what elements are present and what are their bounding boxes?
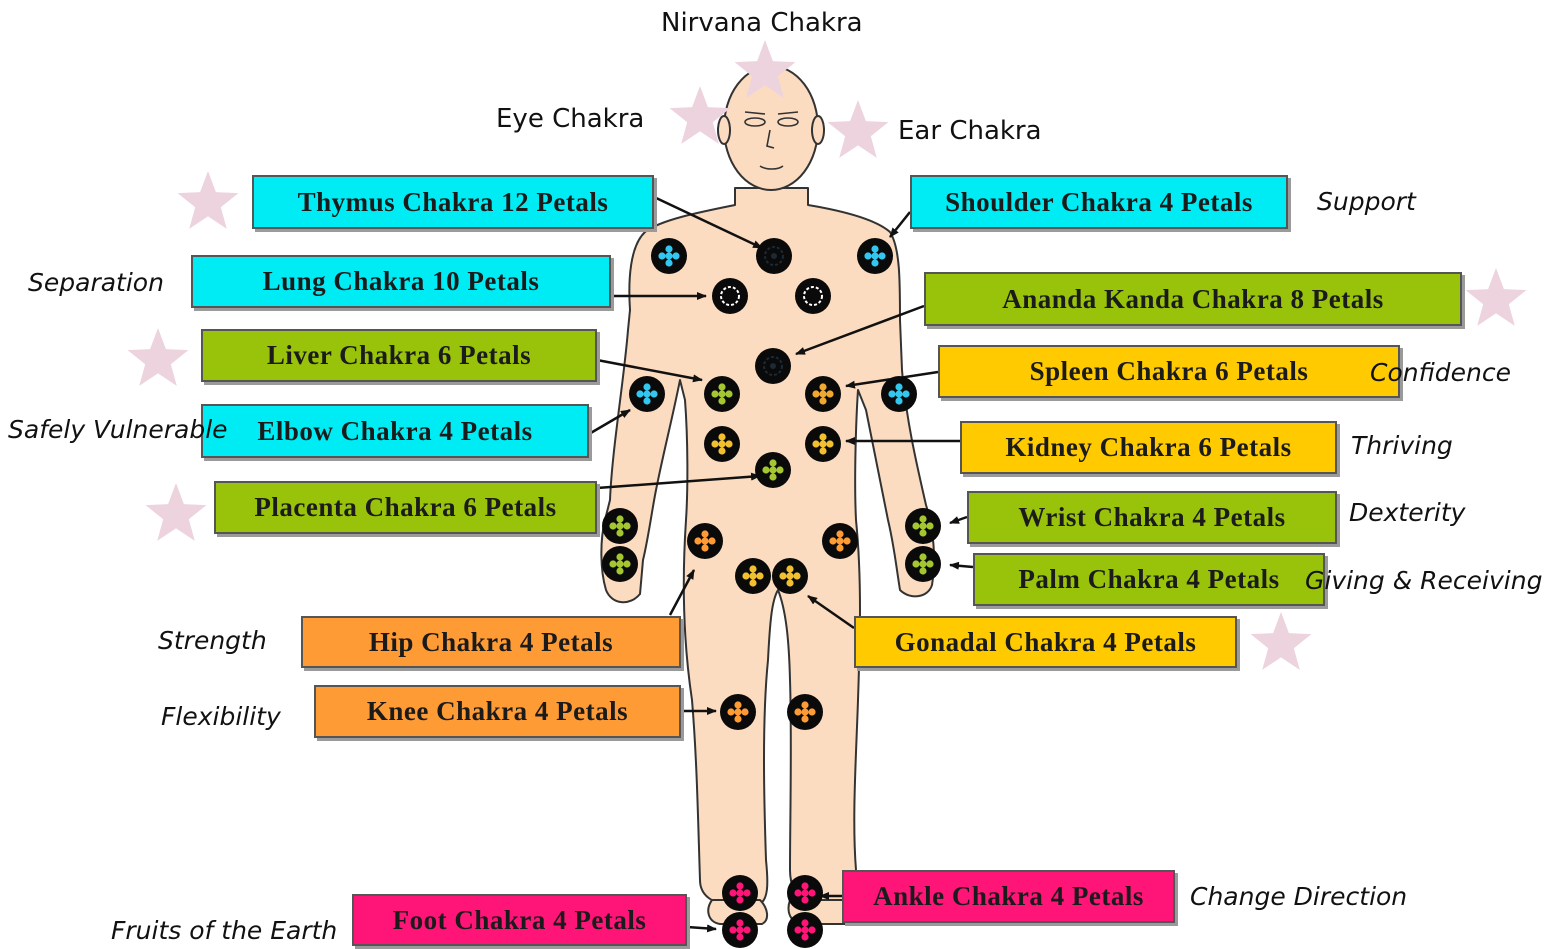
- quality-support: Support: [1317, 187, 1416, 216]
- chakra-point: [602, 508, 638, 544]
- chakra-point: [772, 558, 808, 594]
- chakra-point: [722, 875, 758, 911]
- chakra-point: [720, 694, 756, 730]
- hip-chakra-box: Hip Chakra 4 Petals: [301, 616, 681, 668]
- chakra-point: [822, 523, 858, 559]
- liver-chakra-box: Liver Chakra 6 Petals: [201, 329, 597, 382]
- star-icon: [828, 100, 889, 158]
- nirvana-chakra-label: Nirvana Chakra: [661, 8, 863, 38]
- star-icon: [1251, 612, 1312, 670]
- chakra-point: [629, 376, 665, 412]
- palm-chakra-box: Palm Chakra 4 Petals: [973, 553, 1325, 606]
- ankle-chakra-box: Ankle Chakra 4 Petals: [842, 870, 1175, 923]
- pointer-arrow: [950, 565, 973, 567]
- quality-dexterity: Dexterity: [1349, 498, 1465, 527]
- foot-chakra-box: Foot Chakra 4 Petals: [352, 894, 687, 946]
- pointer-arrow: [687, 927, 716, 929]
- ananda-kanda-chakra-box: Ananda Kanda Chakra 8 Petals: [924, 272, 1462, 326]
- thymus-chakra-box: Thymus Chakra 12 Petals: [252, 175, 654, 229]
- gonadal-chakra-box: Gonadal Chakra 4 Petals: [854, 616, 1237, 668]
- quality-flexibility: Flexibility: [161, 702, 281, 731]
- chakra-point: [787, 912, 823, 948]
- quality-change-direction: Change Direction: [1190, 882, 1407, 911]
- star-icon: [178, 171, 239, 229]
- chakra-point: [704, 426, 740, 462]
- knee-chakra-box: Knee Chakra 4 Petals: [314, 685, 681, 738]
- placenta-chakra-box: Placenta Chakra 6 Petals: [214, 481, 597, 534]
- chakra-point: [805, 376, 841, 412]
- chakra-point: [735, 558, 771, 594]
- chakra-point: [905, 546, 941, 582]
- chakra-point: [805, 426, 841, 462]
- quality-safely-vulnerable: Safely Vulnerable: [8, 415, 228, 444]
- elbow-chakra-box: Elbow Chakra 4 Petals: [201, 404, 589, 458]
- quality-thriving: Thriving: [1351, 431, 1453, 460]
- chakra-point: [756, 238, 792, 274]
- kidney-chakra-box: Kidney Chakra 6 Petals: [960, 421, 1337, 474]
- spleen-chakra-box: Spleen Chakra 6 Petals: [938, 345, 1400, 398]
- eye-chakra-label: Eye Chakra: [496, 104, 644, 134]
- ear-chakra-label: Ear Chakra: [898, 116, 1042, 146]
- quality-confidence: Confidence: [1370, 358, 1511, 387]
- chakra-point: [755, 348, 791, 384]
- star-icon: [146, 483, 207, 541]
- wrist-chakra-box: Wrist Chakra 4 Petals: [967, 491, 1337, 544]
- chakra-point: [651, 238, 687, 274]
- quality-fruits-of-earth: Fruits of the Earth: [111, 916, 337, 945]
- chakra-point: [722, 912, 758, 948]
- chakra-point: [602, 546, 638, 582]
- star-icon: [128, 328, 189, 386]
- pointer-arrow: [950, 517, 967, 523]
- chakra-point: [857, 238, 893, 274]
- chakra-point: [755, 452, 791, 488]
- chakra-point: [795, 278, 831, 314]
- lung-chakra-box: Lung Chakra 10 Petals: [191, 255, 611, 308]
- pointer-arrow: [890, 212, 910, 237]
- quality-separation: Separation: [28, 268, 164, 297]
- chakra-point: [712, 278, 748, 314]
- quality-giving-receiving: Giving & Receiving: [1305, 566, 1542, 595]
- chakra-point: [704, 376, 740, 412]
- chakra-point: [787, 875, 823, 911]
- chakra-point: [787, 694, 823, 730]
- star-icon: [1466, 268, 1527, 326]
- chakra-point: [905, 508, 941, 544]
- chakra-point: [881, 376, 917, 412]
- shoulder-chakra-box: Shoulder Chakra 4 Petals: [910, 175, 1288, 229]
- quality-strength: Strength: [158, 626, 267, 655]
- chakra-point: [687, 523, 723, 559]
